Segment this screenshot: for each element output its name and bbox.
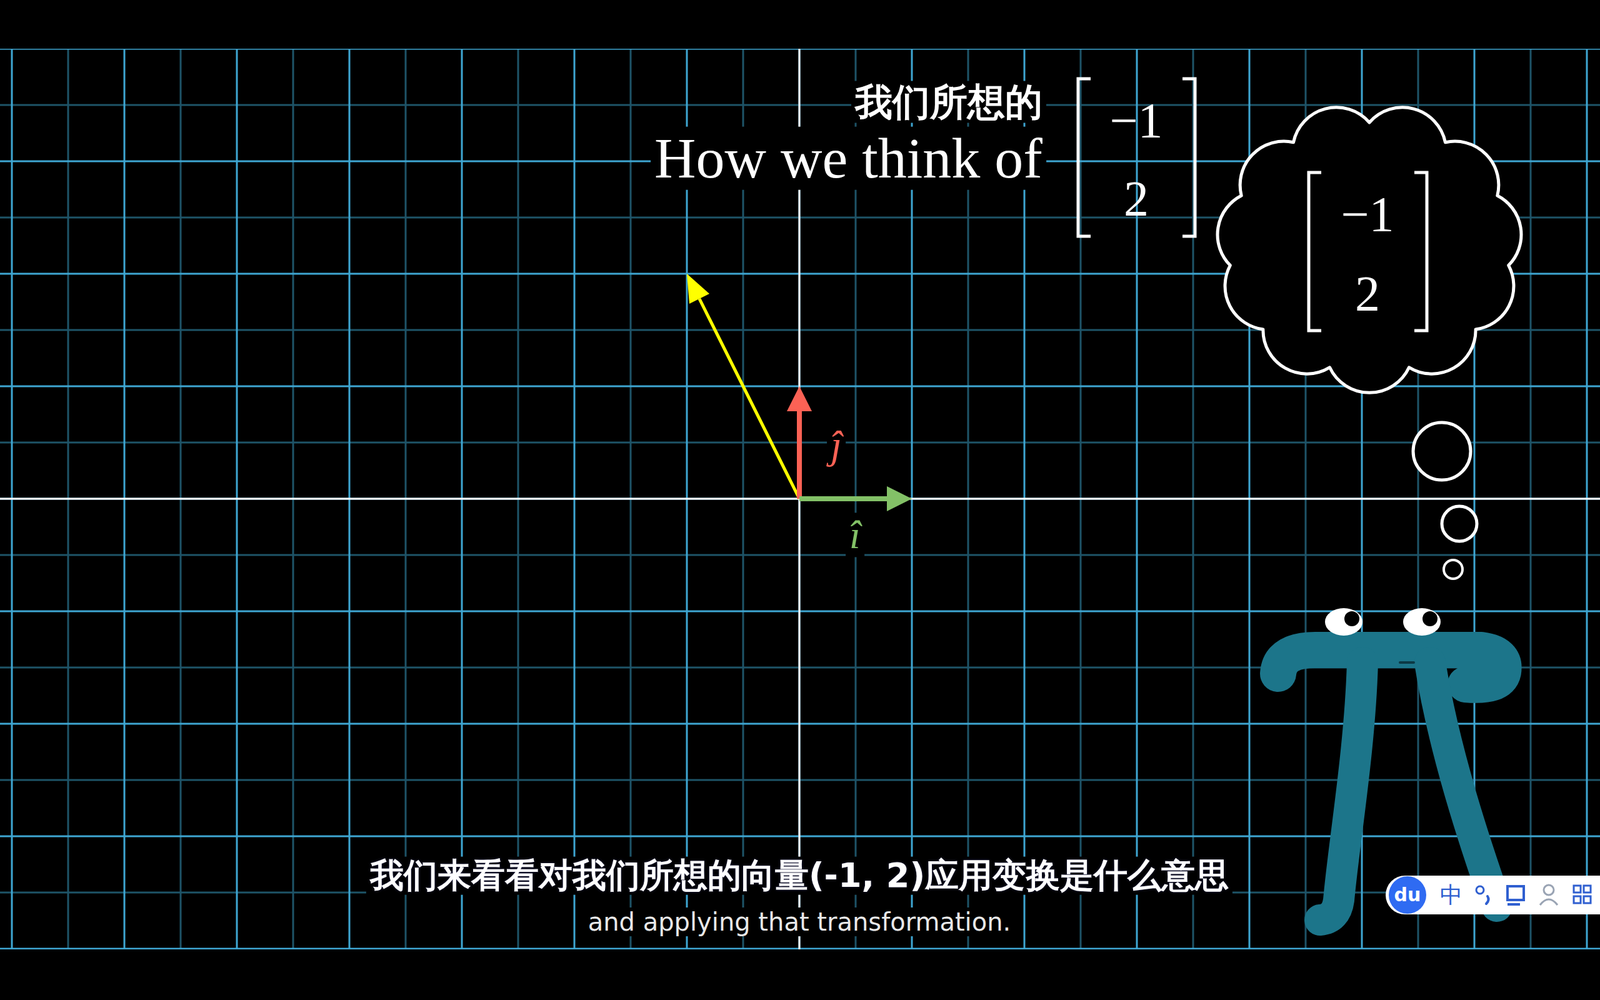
label-holder: and applying that transformation. [584,907,1015,937]
j-hat-line [796,410,802,499]
thought-cloud: −12 [1202,91,1537,404]
label-holder: 我们来看看对我们所想的向量(-1, 2)应用变换是什么意思 [366,856,1233,895]
thought-cloud [1202,91,1537,404]
thought-bubble [1441,506,1477,542]
title-text: How we think of [650,126,1047,190]
vector-line [699,298,800,499]
title-chinese: 我们所想的 [851,81,1047,124]
thought-bubble [1443,560,1463,579]
j-hat-head [786,386,812,412]
label-holder: ĵ [826,422,846,467]
letterbox-bar [0,949,1600,1000]
label-holder: 中 [1440,883,1463,907]
label-holder: 2 [1123,172,1149,225]
subtitle-chinese: 我们来看看对我们所想的向量(-1, 2)应用变换是什么意思 [366,856,1233,895]
ime-toolbar [1385,875,1600,915]
label-holder: 我们所想的 [851,81,1047,124]
matrix-entry: −1 [1109,94,1163,147]
matrix-bracket [1182,78,1195,237]
matrix-bracket [1078,78,1091,237]
ime-logo: du [1394,885,1422,905]
matrix-entry: 2 [1355,267,1380,320]
subtitle-english: and applying that transformation. [584,907,1015,937]
matrix-entry: 2 [1123,172,1149,225]
i-hat-head [886,486,912,512]
label-holder: du [1394,885,1422,905]
label-holder: −1 [1109,94,1163,147]
vector-head [686,273,710,304]
ime-mode: 中 [1440,883,1463,907]
letterbox-bar [0,0,1600,49]
i-hat-line [799,496,889,502]
pi-creature [1278,608,1504,920]
basis-label: î [845,512,865,557]
x-axis [0,498,1600,500]
thought-bubble [1413,422,1471,480]
basis-label: ĵ [826,422,846,467]
coordinate-grid [0,48,1600,950]
label-holder: How we think of [650,126,1047,190]
label-holder: î [845,512,865,557]
matrix-entry: −1 [1340,188,1394,241]
